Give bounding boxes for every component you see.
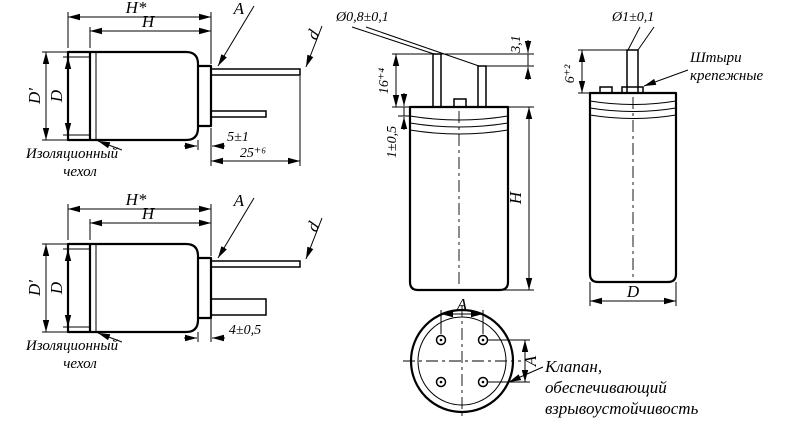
sleeve-label-line2-bottom: чехол — [63, 356, 97, 372]
dim-pin-step-front: 3,1 — [509, 35, 524, 54]
dim-pin-diameter-side: Ø1±0,1 — [611, 10, 654, 25]
snapin-side-dimensions — [578, 26, 689, 306]
dim-h-star-top: H* — [125, 0, 147, 17]
bottom-view-dimensions — [440, 310, 544, 383]
bottom-view-outline — [403, 305, 521, 419]
dim-tab-bottom: 4±0,5 — [229, 323, 261, 338]
sleeve-label-line1-top: Изоляционный — [25, 146, 119, 162]
axial-top-outline — [66, 50, 301, 142]
dim-d-bottom: D — [47, 281, 66, 295]
capacitor-bottom-view: A A Клапан, обеспечивающий взрывоустойчи… — [403, 295, 699, 419]
mounting-pins-label-line1: Штыри — [689, 50, 742, 66]
dim-h-bottom: H — [141, 204, 156, 223]
axial-bottom-outline — [66, 242, 301, 334]
mounting-pins-label-line2: крепежные — [690, 68, 764, 84]
dim-h-star-bottom: H* — [125, 190, 147, 209]
valve-note-line2: обеспечивающий — [545, 378, 667, 397]
dim-pin-length-side: 6⁺² — [563, 64, 578, 83]
snapin-front-outline — [408, 53, 510, 292]
dim-d-outer-top: D' — [25, 88, 44, 105]
snapin-capacitor-side-view: Ø1±0,1 Штыри крепежные 6⁺² D — [563, 10, 764, 306]
dim-d-top: D — [47, 89, 66, 103]
snapin-capacitor-front-view: Ø0,8±0,1 3,1 16⁺⁴ 1±0,5 H — [335, 10, 534, 292]
snapin-front-dimensions — [351, 26, 534, 291]
dim-pin-length-front: 16⁺⁴ — [377, 68, 392, 94]
dim-lead-length-top: 25⁺⁶ — [240, 146, 266, 161]
dim-a-top: A — [233, 0, 245, 18]
sleeve-label-line2-top: чехол — [63, 164, 97, 180]
dim-pin-diameter-front: Ø0,8±0,1 — [335, 10, 389, 25]
dim-pitch-vertical: A — [521, 355, 540, 367]
valve-note-line1: Клапан, — [544, 357, 602, 376]
dim-diameter-side: D — [626, 282, 640, 301]
dim-rim-front: 1±0,5 — [385, 126, 400, 158]
dim-stub-length-top: 5±1 — [227, 130, 249, 145]
axial-top-dimensions — [42, 5, 323, 166]
dim-height-front: H — [506, 190, 525, 205]
valve-note-line3: взрывоустойчивость — [545, 399, 699, 418]
axial-capacitor-bottom-view: H* H D' D A d 4±0,5 Изоляционный чехол — [25, 190, 324, 372]
dim-a-bottom: A — [233, 191, 245, 210]
dim-d-outer-bottom: D' — [25, 280, 44, 297]
dim-pitch-horizontal: A — [456, 295, 468, 314]
dim-h-top: H — [141, 12, 156, 31]
sleeve-label-line1-bottom: Изоляционный — [25, 338, 119, 354]
snapin-side-outline — [588, 49, 678, 284]
axial-bottom-dimensions — [42, 197, 323, 343]
axial-capacitor-top-view: H* H D' D A d 5±1 25⁺⁶ Изоляционный чехо… — [25, 0, 324, 180]
